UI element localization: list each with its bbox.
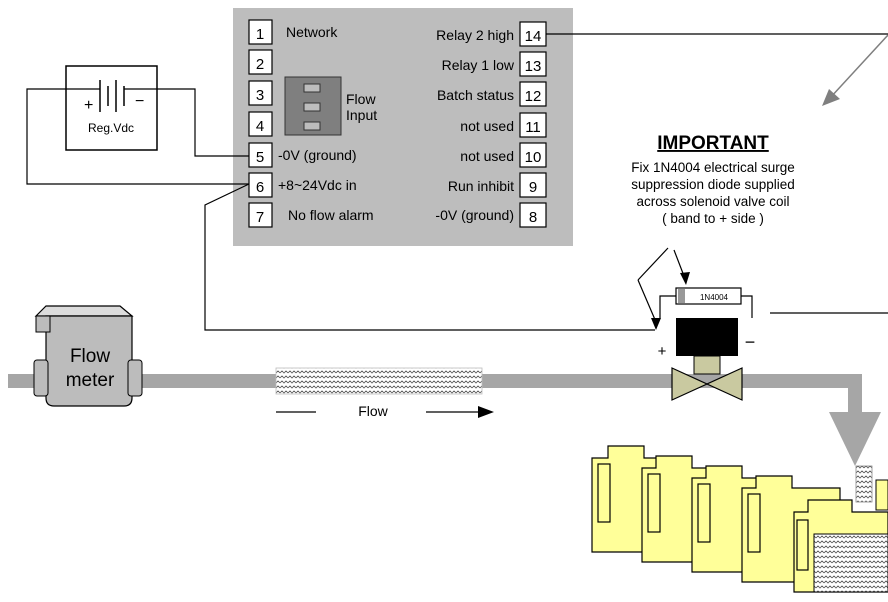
terminal-9-box <box>519 172 547 198</box>
terminal-14-number: 14 <box>525 28 542 45</box>
wire-positive-to-terminal-6 <box>26 88 249 185</box>
terminal-12-number: 12 <box>525 88 542 105</box>
terminal-6-box <box>248 172 273 198</box>
flow-input-label-line2: Input <box>346 107 377 123</box>
terminal-5-label: -0V (ground) <box>278 147 357 163</box>
important-heading: IMPORTANT <box>657 133 769 154</box>
terminal-13-label: Relay 1 low <box>442 57 515 73</box>
flow-meter <box>33 305 143 407</box>
terminal-13-number: 13 <box>525 58 542 75</box>
important-line-4: ( band to + side ) <box>662 211 764 226</box>
valve-plus: + <box>658 343 667 360</box>
terminal-6-number: 6 <box>256 179 264 196</box>
note-pointer-lines <box>637 247 690 330</box>
valve-minus: − <box>745 332 756 352</box>
terminal-9-number: 9 <box>529 179 537 196</box>
terminal-1-number: 1 <box>256 26 264 43</box>
containers <box>591 445 888 593</box>
terminal-4-number: 4 <box>256 118 264 135</box>
flow-input-label-line1: Flow <box>346 91 376 107</box>
important-line-1: Fix 1N4004 electrical surge <box>631 160 795 175</box>
solenoid-coil <box>676 318 738 356</box>
diode-label: 1N4004 <box>700 293 729 302</box>
terminal-11-number: 11 <box>525 119 541 136</box>
flow-input-switch <box>284 76 342 136</box>
terminal-10-label: not used <box>460 148 514 164</box>
flow-meter-label-line1: Flow <box>70 346 110 367</box>
flow-meter-label-line2: meter <box>66 370 115 391</box>
power-supply-label: Reg.Vdc <box>88 121 134 135</box>
terminal-7-number: 7 <box>256 209 264 226</box>
diode <box>659 287 753 318</box>
important-line-3: across solenoid valve coil <box>636 194 789 209</box>
terminal-11-box <box>519 112 547 138</box>
flow-down-arrow <box>829 412 881 466</box>
terminal-8-label: -0V (ground) <box>435 207 514 223</box>
terminal-3-box <box>248 80 273 106</box>
important-line-2: suppression diode supplied <box>631 177 795 192</box>
power-supply-minus: − <box>135 93 144 110</box>
terminal-13-box <box>519 51 547 77</box>
right-terminal-column: 14 13 12 11 10 9 8 Relay 2 high Relay 1 … <box>435 21 547 228</box>
terminal-5-number: 5 <box>256 149 264 166</box>
flow-label: Flow <box>358 403 388 419</box>
terminal-11-label: not used <box>460 118 514 134</box>
flow-direction-indicator <box>276 406 494 418</box>
terminal-4-box <box>248 111 273 137</box>
terminal-3-number: 3 <box>256 87 264 104</box>
terminal-2-box <box>248 49 273 75</box>
terminal-9-label: Run inhibit <box>448 178 514 194</box>
left-terminal-column: 1 2 3 4 5 6 7 Network -0V (ground) +8~24… <box>248 19 374 228</box>
terminal-7-label: No flow alarm <box>288 207 374 223</box>
container-5-filling <box>793 465 888 593</box>
solenoid-valve <box>671 318 743 401</box>
terminal-2-number: 2 <box>256 56 264 73</box>
power-supply-plus: + <box>84 97 93 114</box>
wire-terminal-6-to-valve <box>204 183 655 331</box>
terminal-6-label: +8~24Vdc in <box>278 177 357 193</box>
wiring <box>26 33 888 331</box>
wire-negative-to-terminal-5 <box>124 88 249 157</box>
terminal-10-number: 10 <box>525 149 542 166</box>
pointer-arrow-icon <box>822 34 888 106</box>
terminal-8-box <box>519 202 547 228</box>
terminal-14-label: Relay 2 high <box>436 27 514 43</box>
terminal-8-number: 8 <box>529 209 537 226</box>
terminal-7-box <box>248 202 273 228</box>
terminal-12-label: Batch status <box>437 87 514 103</box>
power-supply-box <box>65 65 158 151</box>
terminal-1-label: Network <box>286 24 338 40</box>
terminal-5-box <box>248 142 273 168</box>
liquid-in-pipe <box>275 367 483 395</box>
terminal-1-box <box>248 19 273 45</box>
terminal-12-box <box>519 81 547 107</box>
terminal-10-box <box>519 142 547 168</box>
